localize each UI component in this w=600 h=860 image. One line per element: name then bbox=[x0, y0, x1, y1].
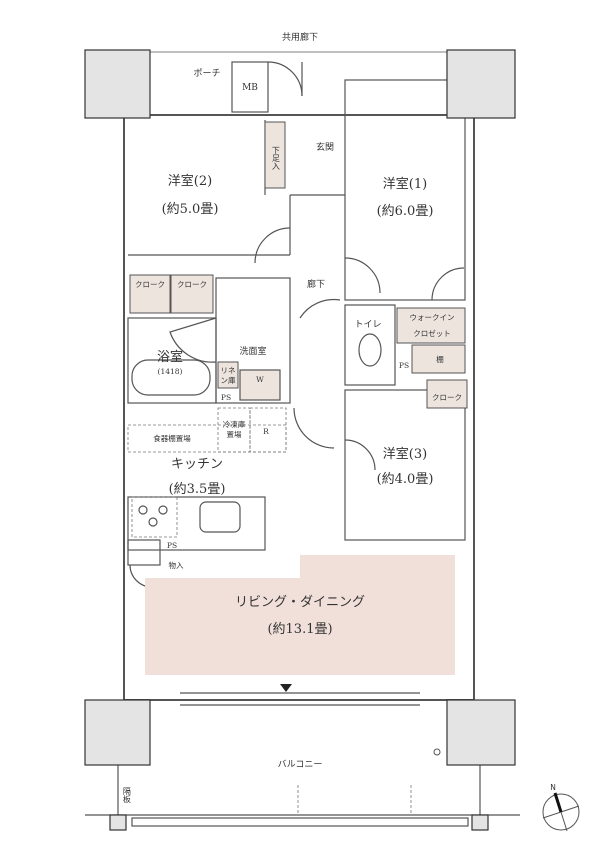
shelf-label: 棚 bbox=[436, 354, 444, 364]
ps-label-2: PS bbox=[166, 540, 178, 550]
cloak2-label: クローク bbox=[177, 279, 207, 289]
bathroom-size: (1418) bbox=[157, 366, 183, 376]
bedroom1-name: 洋室(1) bbox=[382, 177, 428, 193]
bedroom2-name: 洋室(2) bbox=[167, 174, 213, 190]
bathroom-name: 浴室 bbox=[156, 350, 184, 366]
washroom-label: 洗面室 bbox=[239, 346, 267, 357]
entrance-label: 玄関 bbox=[315, 142, 335, 153]
living-name: リビング・ダイニング bbox=[234, 595, 366, 611]
living-area-fill bbox=[145, 555, 455, 675]
storage-label: 物入 bbox=[168, 560, 184, 570]
cloak3-label: クローク bbox=[432, 392, 462, 402]
toilet-label: トイレ bbox=[354, 319, 382, 330]
bedroom3-name: 洋室(3) bbox=[382, 447, 428, 463]
ps-label-1: PS bbox=[220, 392, 232, 402]
freezer-label: 冷凍庫置場 bbox=[222, 419, 246, 439]
kitchen-size: (約3.5畳) bbox=[168, 482, 226, 498]
bedroom1-size: (約6.0畳) bbox=[376, 204, 434, 220]
walkin-line1: ウォークイン bbox=[409, 312, 455, 322]
partition-label: 隔板 bbox=[122, 787, 132, 803]
north-compass-icon bbox=[542, 792, 580, 832]
cupboard-label: 食器棚置場 bbox=[153, 433, 191, 443]
north-label: N bbox=[550, 782, 556, 792]
hallway-label: 廊下 bbox=[306, 279, 326, 290]
kitchen-name: キッチン bbox=[170, 457, 224, 473]
walkin-line2: クロゼット bbox=[413, 328, 451, 338]
shoe-box-label: 下足入 bbox=[271, 146, 281, 170]
balcony-label: バルコニー bbox=[277, 759, 323, 770]
ps-label-3: PS bbox=[398, 360, 410, 370]
mb-label: MB bbox=[242, 82, 258, 93]
common-corridor-label: 共用廊下 bbox=[281, 32, 319, 43]
cloak1-label: クローク bbox=[135, 279, 165, 289]
washer-label: W bbox=[256, 374, 264, 384]
linen-label: リネン庫 bbox=[220, 365, 236, 385]
fridge-label: R bbox=[263, 426, 269, 436]
bedroom3-size: (約4.0畳) bbox=[376, 472, 434, 488]
entrance-marker-icon bbox=[280, 684, 292, 692]
living-size: (約13.1畳) bbox=[267, 622, 333, 638]
bedroom2-size: (約5.0畳) bbox=[161, 202, 219, 218]
porch-label: ポーチ bbox=[193, 68, 221, 79]
